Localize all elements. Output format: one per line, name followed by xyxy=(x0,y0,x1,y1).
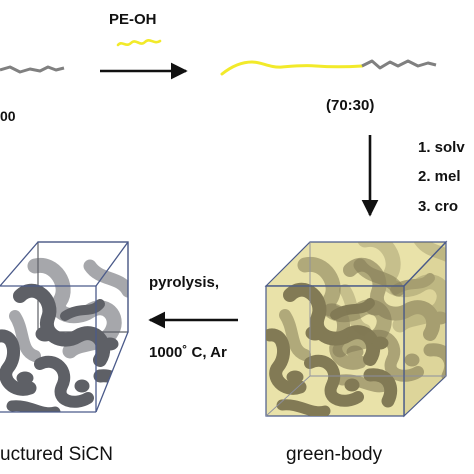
gray-polymer-chain-left xyxy=(0,65,65,74)
left-fragment-label: 00 xyxy=(0,108,16,124)
gray-block-right xyxy=(361,59,437,70)
sicn-cube xyxy=(0,241,129,413)
step-3: 3. cro xyxy=(418,198,458,215)
conditions-line-1: pyrolysis, xyxy=(149,274,219,291)
reagent-label: PE-OH xyxy=(109,11,157,28)
step-2: 2. mel xyxy=(418,168,461,185)
sicn-caption: uctured SiCN xyxy=(0,444,113,465)
green-body-caption: green-body xyxy=(286,444,383,465)
pe-oh-block-yellow xyxy=(220,60,364,76)
green-body-cube xyxy=(264,240,448,418)
ratio-label: (70:30) xyxy=(326,97,374,114)
step-1: 1. solv xyxy=(418,139,465,156)
conditions-line-2: 1000˚ C, Ar xyxy=(149,344,227,361)
pe-oh-chain-icon xyxy=(116,39,162,47)
